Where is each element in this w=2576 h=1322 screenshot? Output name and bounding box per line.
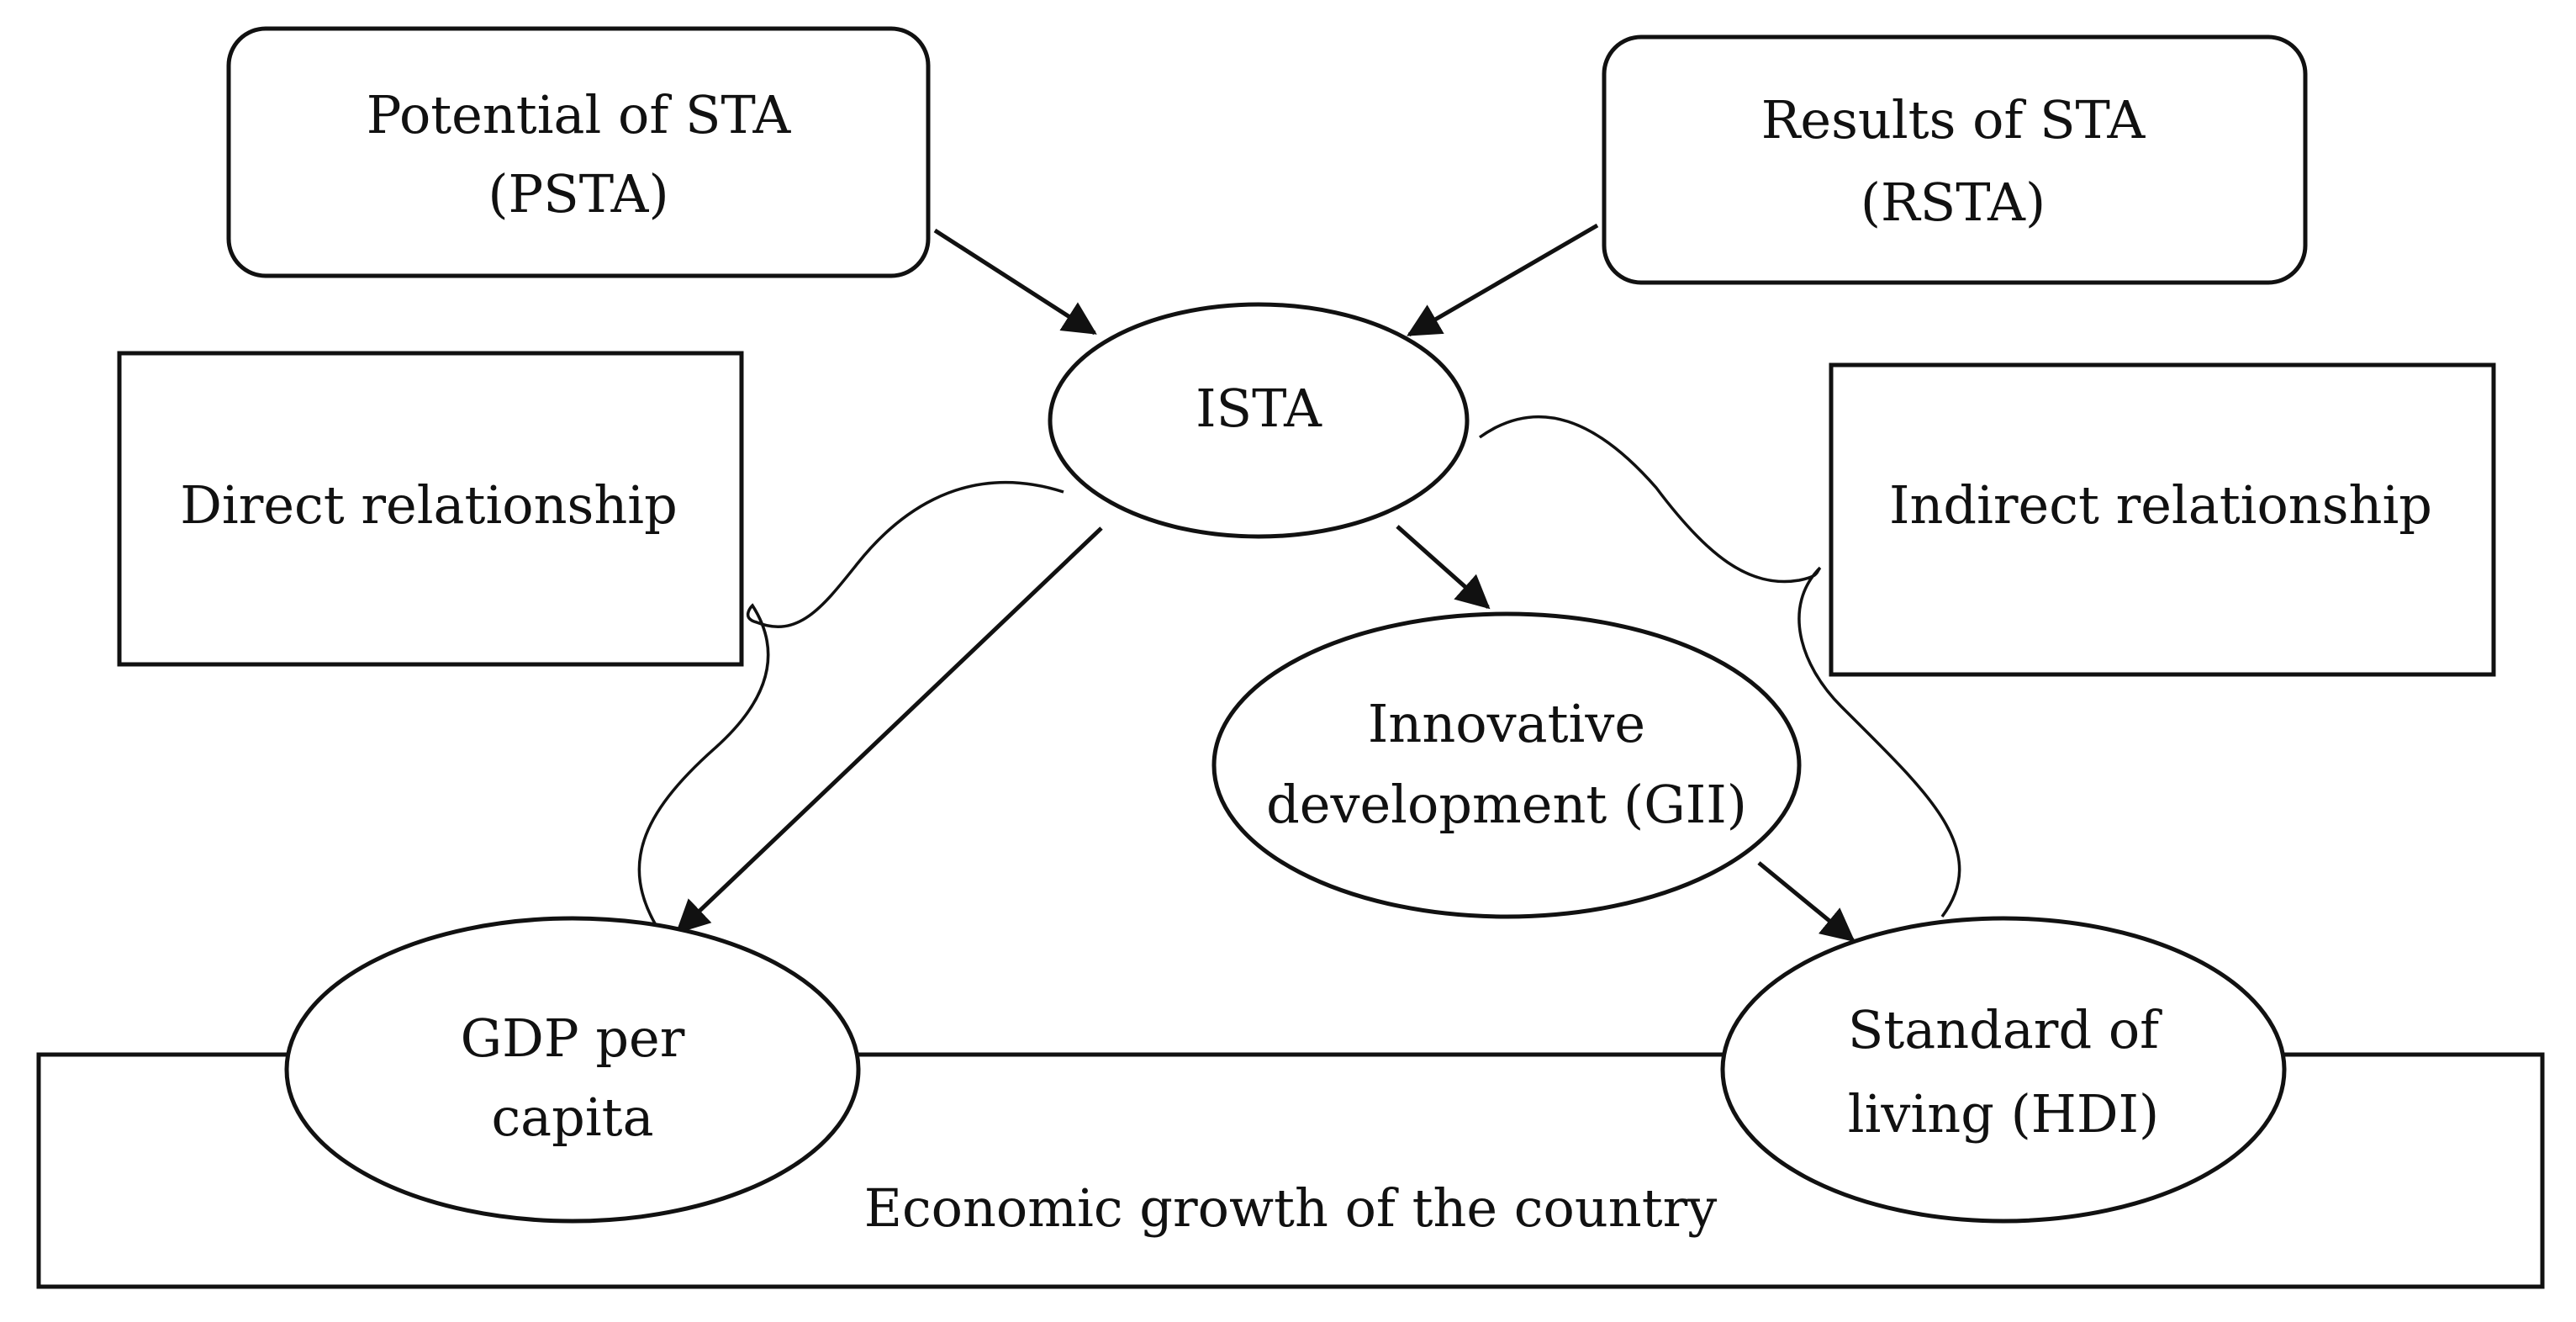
gii-label-line1: Innovative bbox=[1368, 693, 1645, 754]
hdi-label-line2: living (HDI) bbox=[1848, 1083, 2160, 1145]
rsta-label-line1: Results of STA bbox=[1761, 89, 2146, 151]
rsta-label-line2: (RSTA) bbox=[1861, 172, 2045, 233]
gdp-ellipse bbox=[284, 916, 861, 1224]
economic-growth-label: Economic growth of the country bbox=[864, 1177, 1718, 1239]
hdi-label-line1: Standard of bbox=[1848, 999, 2162, 1060]
direct-relationship-label: Direct relationship bbox=[180, 474, 678, 536]
psta-label-line1: Potential of STA bbox=[367, 84, 792, 145]
arrow-gii-to-hdi bbox=[1757, 861, 1855, 943]
gdp-label-line1: GDP per bbox=[461, 1007, 685, 1069]
indirect-relationship-brace bbox=[1478, 415, 1961, 918]
direct-relationship-box bbox=[117, 351, 744, 667]
indirect-relationship-label: Indirect relationship bbox=[1889, 474, 2432, 536]
arrow-rsta-to-ista bbox=[1407, 223, 1599, 337]
gii-label-line2: development (GII) bbox=[1266, 774, 1747, 835]
gii-ellipse bbox=[1211, 611, 1802, 919]
rsta-box bbox=[1602, 34, 2308, 285]
psta-label-line2: (PSTA) bbox=[488, 163, 668, 225]
hdi-ellipse bbox=[1720, 916, 2287, 1224]
arrow-ista-to-gdp bbox=[675, 526, 1103, 934]
indirect-relationship-box bbox=[1829, 362, 2496, 677]
ista-label: ISTA bbox=[1196, 378, 1322, 439]
arrow-ista-to-gii bbox=[1396, 525, 1491, 610]
ista-ellipse bbox=[1048, 302, 1470, 539]
direct-relationship-brace bbox=[637, 481, 1064, 926]
gdp-label-line2: capita bbox=[491, 1087, 653, 1148]
arrow-psta-to-ista bbox=[933, 228, 1097, 336]
psta-box bbox=[226, 26, 931, 278]
